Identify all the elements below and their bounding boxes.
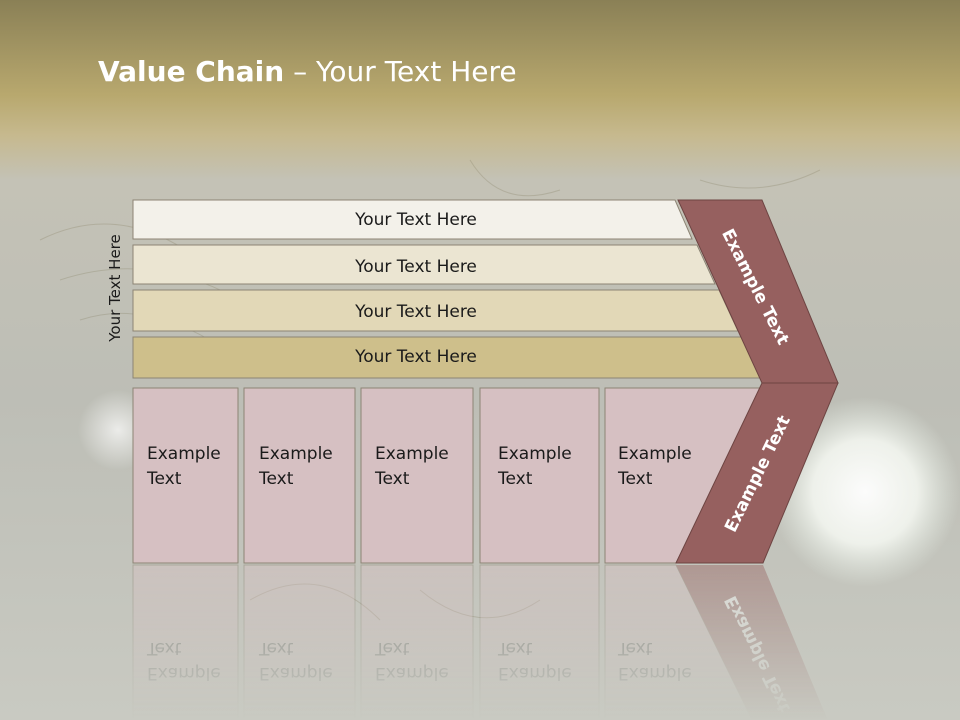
svg-text:Example: Example <box>147 663 221 683</box>
primary-box-5-line-2: Text <box>617 469 653 489</box>
svg-text:Text: Text <box>374 638 410 658</box>
light-glow <box>770 397 960 587</box>
support-bar-2 <box>132 244 716 285</box>
primary-box-3-line-1: Example <box>375 444 449 464</box>
slide-title: Value Chain – Your Text Here <box>98 55 517 88</box>
support-bar-1 <box>132 199 693 240</box>
svg-text:Text: Text <box>617 638 653 658</box>
primary-box-1-line-2: Text <box>146 469 182 489</box>
svg-text:Example: Example <box>375 663 449 683</box>
primary-box-2 <box>243 387 356 564</box>
primary-box-2-line-2: Text <box>258 469 294 489</box>
svg-text:Example: Example <box>498 663 572 683</box>
svg-text:Text: Text <box>258 638 294 658</box>
support-bar-1-label: Your Text Here <box>354 210 477 230</box>
title-rest: – Your Text Here <box>284 55 517 88</box>
primary-box-1-line-1: Example <box>147 444 221 464</box>
primary-box-5-line-1: Example <box>618 444 692 464</box>
primary-box-4 <box>479 387 600 564</box>
support-bar-2-label: Your Text Here <box>354 257 477 277</box>
svg-text:Example: Example <box>259 663 333 683</box>
svg-text:Text: Text <box>146 638 182 658</box>
primary-box-3-line-2: Text <box>374 469 410 489</box>
primary-box-1 <box>132 387 239 564</box>
svg-text:Example: Example <box>618 663 692 683</box>
primary-box-2-line-1: Example <box>259 444 333 464</box>
primary-box-4-line-1: Example <box>498 444 572 464</box>
title-bold: Value Chain <box>98 55 285 88</box>
support-bar-4-label: Your Text Here <box>354 347 477 367</box>
margin-chevron-lower <box>675 382 839 564</box>
primary-box-4-line-2: Text <box>497 469 533 489</box>
diagram-reflection: Example Text Example Text Example Text E… <box>132 564 828 720</box>
support-bar-3-label: Your Text Here <box>354 302 477 322</box>
primary-box-3 <box>360 387 474 564</box>
svg-text:Text: Text <box>497 638 533 658</box>
